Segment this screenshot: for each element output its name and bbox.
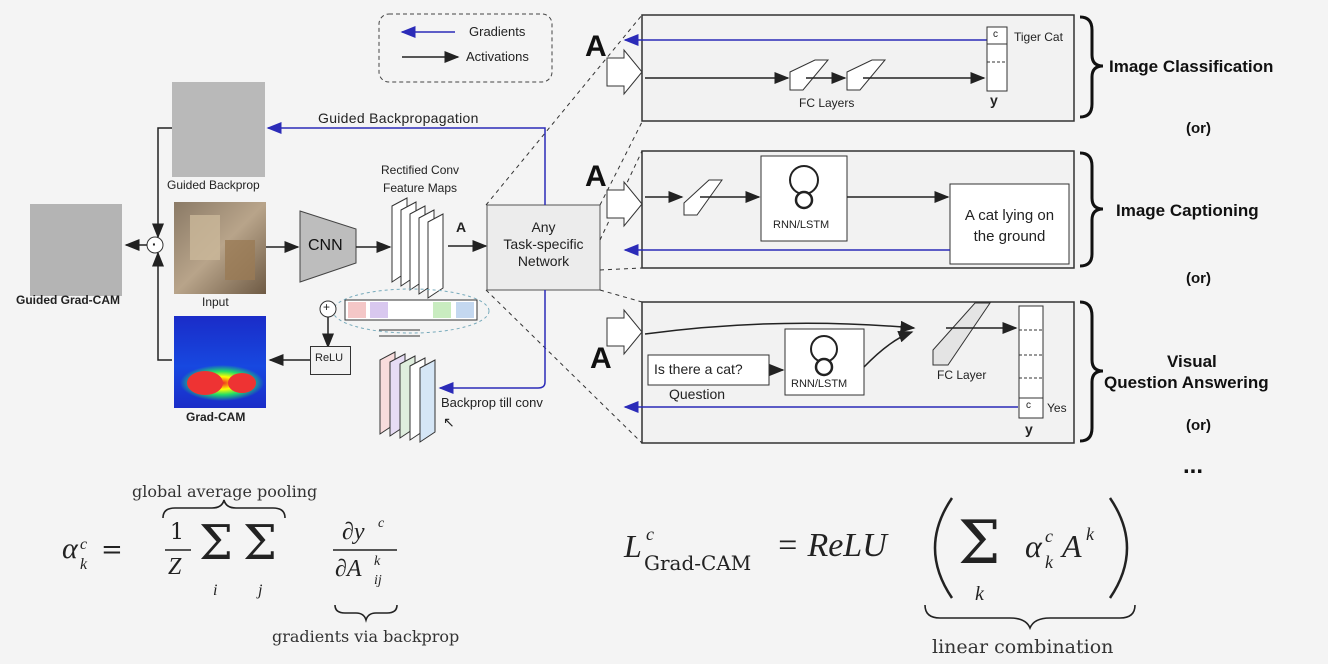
ellipsis: ... bbox=[1183, 452, 1204, 479]
captioning-rnn-label: RNN/LSTM bbox=[773, 219, 830, 231]
relu-label: ReLU bbox=[315, 352, 344, 364]
guided-backprop-label: Guided Backprop bbox=[167, 178, 260, 192]
relu-box bbox=[310, 346, 351, 375]
cnn-label: CNN bbox=[308, 237, 343, 254]
or-label-1: (or) bbox=[1186, 120, 1211, 137]
vqa-c: c bbox=[1026, 400, 1031, 411]
tiger-cat-label: Tiger Cat bbox=[1014, 30, 1063, 44]
weighted-feature-maps bbox=[379, 351, 436, 443]
frac-den: Z bbox=[168, 554, 182, 580]
alpha-sup-c: c bbox=[80, 536, 88, 553]
fc-layers-label: FC Layers bbox=[799, 96, 855, 110]
alpha-right-sup-c: c bbox=[1045, 526, 1053, 546]
cursor-icon: ↖ bbox=[443, 414, 455, 430]
or-label-3: (or) bbox=[1186, 417, 1211, 434]
dy-symbol: ∂y bbox=[342, 519, 365, 545]
task-network-line-1: Any bbox=[531, 219, 556, 235]
sigma-k: Σ bbox=[958, 508, 1001, 578]
alpha-symbol: α bbox=[62, 532, 78, 565]
guided-gradcam-image bbox=[30, 204, 122, 296]
backprop-till-conv-label: Backprop till conv bbox=[441, 395, 543, 410]
sub-j: j bbox=[258, 582, 263, 599]
caption-line-2: the ground bbox=[973, 228, 1046, 245]
equals-relu: = ReLU bbox=[776, 527, 887, 564]
caption-text: A cat lying on the ground bbox=[950, 205, 1069, 247]
alpha-sub-k: k bbox=[80, 556, 88, 573]
equals-left: = bbox=[101, 535, 123, 565]
caption-line-1: A cat lying on bbox=[964, 207, 1055, 224]
image-classification-label: Image Classification bbox=[1109, 57, 1274, 76]
sub-i: i bbox=[213, 582, 218, 599]
dy-sup-c: c bbox=[378, 516, 385, 531]
question-text: Is there a cat? bbox=[654, 361, 743, 377]
sigma-i: Σ bbox=[199, 515, 233, 571]
fc-layer-label: FC Layer bbox=[937, 368, 987, 382]
frac-num: 1 bbox=[170, 520, 184, 545]
alpha-right: α bbox=[1025, 528, 1042, 564]
or-label-2: (or) bbox=[1186, 270, 1211, 287]
cnn-block bbox=[299, 210, 357, 283]
vqa-label-2: Question Answering bbox=[1104, 373, 1269, 392]
L-sub-gradcam: Grad-CAM bbox=[644, 551, 752, 575]
dA-sup-k: k bbox=[374, 554, 381, 569]
vqa-label-1: Visual bbox=[1167, 352, 1217, 371]
classification-A: A bbox=[585, 30, 607, 63]
dA-sub-ij: ij bbox=[374, 573, 382, 588]
legend-box bbox=[378, 13, 553, 83]
dA-symbol: ∂A bbox=[335, 556, 362, 582]
feature-maps bbox=[391, 197, 444, 299]
rectified-label-2: Feature Maps bbox=[383, 181, 458, 195]
linear-combination-label: linear combination bbox=[932, 636, 1114, 658]
sigma-j: Σ bbox=[243, 515, 277, 571]
classification-c: c bbox=[993, 29, 998, 40]
task-network-label: Any Task-specific Network bbox=[487, 219, 600, 270]
classification-y: y bbox=[990, 92, 998, 108]
captioning-A: A bbox=[585, 160, 607, 193]
A-right: A bbox=[1062, 528, 1082, 564]
A-right-sup-k: k bbox=[1086, 524, 1094, 544]
L-symbol: L bbox=[624, 528, 642, 564]
L-sup-c: c bbox=[646, 524, 654, 544]
image-captioning-label: Image Captioning bbox=[1116, 201, 1259, 220]
vqa-A: A bbox=[590, 342, 612, 375]
guided-backpropagation-label: Guided Backpropagation bbox=[318, 110, 479, 126]
alpha-right-sub-k: k bbox=[1045, 552, 1053, 572]
sigma-sub-k: k bbox=[975, 583, 984, 605]
legend-gradients: Gradients bbox=[469, 24, 526, 39]
task-network-line-3: Network bbox=[517, 253, 570, 269]
input-label: Input bbox=[202, 295, 229, 309]
task-network-line-2: Task-specific bbox=[503, 236, 584, 252]
yes-label: Yes bbox=[1047, 401, 1067, 415]
question-label: Question bbox=[669, 386, 726, 402]
plus-symbol: + bbox=[323, 300, 331, 314]
gradcam-label: Grad-CAM bbox=[186, 410, 246, 424]
guided-backprop-image bbox=[172, 82, 265, 177]
grad-label: gradients via backprop bbox=[272, 627, 460, 646]
dot-symbol: · bbox=[152, 236, 157, 252]
feature-map-A: A bbox=[456, 219, 467, 235]
task-network-box bbox=[486, 204, 601, 291]
rectified-label-1: Rectified Conv bbox=[381, 163, 460, 177]
vqa-rnn-label: RNN/LSTM bbox=[791, 378, 848, 390]
vqa-y: y bbox=[1025, 421, 1033, 437]
guided-gradcam-label: Guided Grad-CAM bbox=[16, 293, 120, 307]
legend-activations: Activations bbox=[466, 49, 529, 64]
gap-label: global average pooling bbox=[132, 482, 318, 501]
